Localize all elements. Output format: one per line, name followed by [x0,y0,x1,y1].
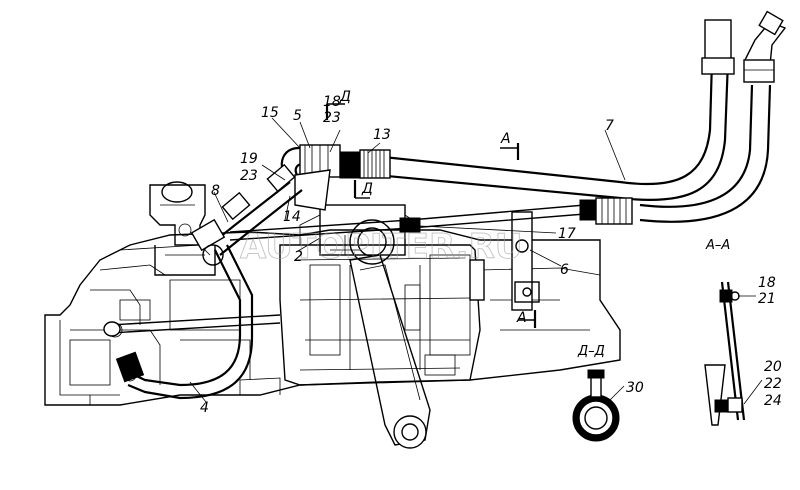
section-title-d-d: Д–Д [577,344,605,359]
section-mark-a-top: А [500,131,511,147]
coupling-right [579,197,633,225]
callout-23-lower: 23 [240,168,258,184]
bracket-6 [511,211,540,311]
section-a-a-detail [704,281,746,426]
pipe-4 [115,218,254,400]
callout-22: 22 [764,376,782,392]
callout-20: 20 [764,359,782,375]
callout-19: 19 [240,151,258,167]
hose-7 [354,10,787,223]
tube-17 [229,204,586,241]
callout-18-section: 18 [758,275,776,291]
callout-7: 7 [605,118,614,134]
callout-5: 5 [293,108,302,124]
callout-8: 8 [211,183,220,199]
watermark-text: AUTOPITER.RU [240,227,522,267]
section-mark-a-bottom: А [516,310,527,326]
callout-18: 18 [323,94,341,110]
callout-2: 2 [294,249,303,265]
callout-14: 14 [283,209,301,225]
pipe-14 [209,163,303,256]
callout-17: 17 [558,226,576,242]
section-mark-d-mid: Д [361,181,373,197]
hose-clamp-13 [339,149,391,179]
callout-30: 30 [626,380,644,396]
callout-15: 15 [261,105,279,121]
callout-6: 6 [560,262,569,278]
section-markers [325,103,537,328]
callout-21: 21 [758,291,776,307]
section-mark-d-top: Д [339,89,351,105]
callout-23: 23 [323,110,341,126]
section-d-d-detail [572,369,620,442]
callout-4: 4 [200,400,209,416]
upper-bracket [149,181,216,276]
callout-24: 24 [764,393,782,409]
callout-13: 13 [373,127,391,143]
section-title-a-a: А–А [705,238,730,253]
leader-lines [189,117,763,405]
link-rod [103,314,281,337]
pitman-arm [349,254,431,449]
